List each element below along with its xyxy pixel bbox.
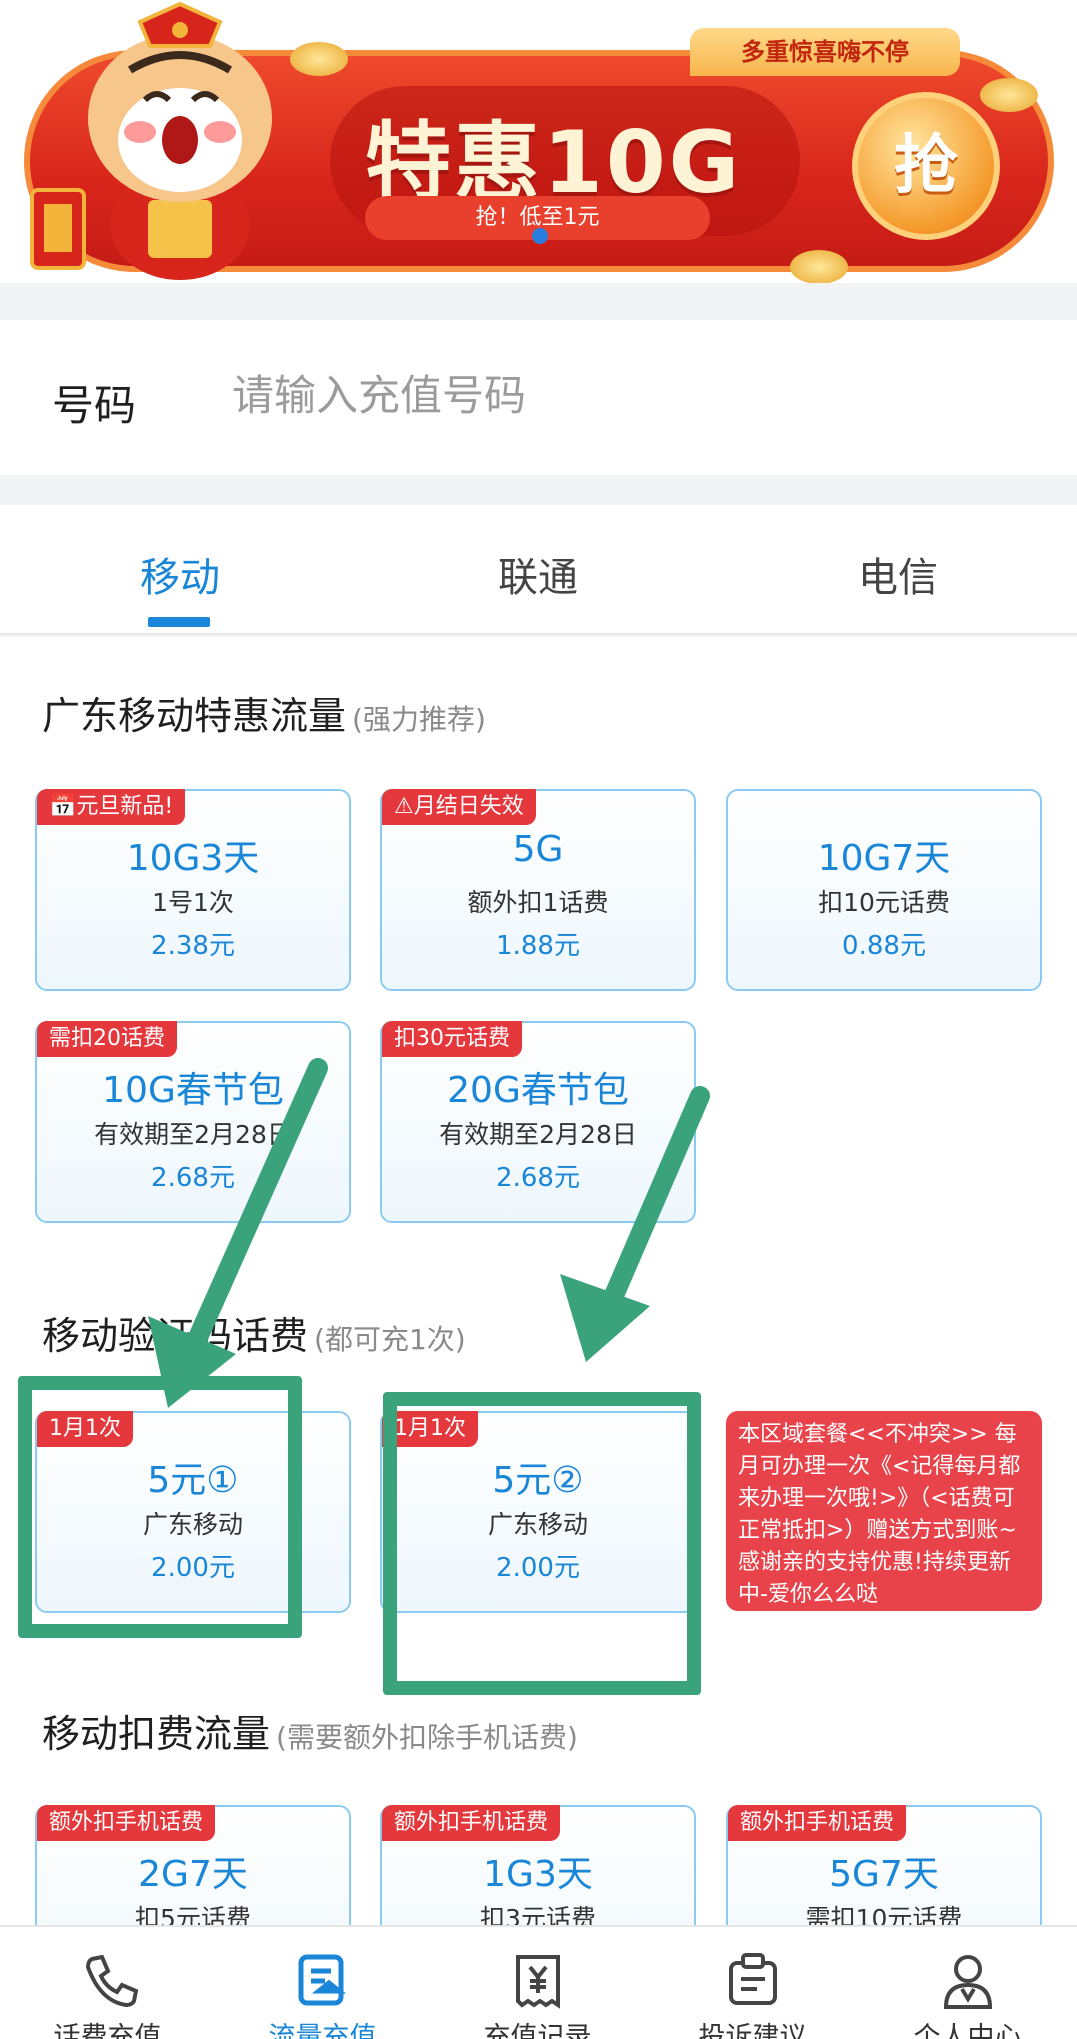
product-title: 10G春节包: [102, 1070, 284, 1111]
feedback-icon: [728, 1953, 777, 2005]
grab-button[interactable]: 抢: [852, 92, 1000, 240]
product-badge: 额外扣手机话费: [37, 1805, 216, 1841]
carrier-tabs: 移动 联通 电信: [0, 505, 1077, 635]
promo-banner[interactable]: 多重惊喜嗨不停 特惠10G 抢！低至1元 抢: [0, 0, 1077, 283]
warning-icon: ⚠: [394, 794, 414, 819]
product-badge: 📅元旦新品!: [37, 789, 186, 825]
product-title: 5元②: [492, 1460, 584, 1501]
product-badge: 额外扣手机话费: [728, 1805, 907, 1841]
product-badge: ⚠月结日失效: [382, 789, 536, 825]
product-price: 1.88元: [496, 931, 580, 961]
product-desc: 1号1次: [152, 888, 234, 917]
product-badge: 1月1次: [37, 1411, 133, 1447]
phone-number-input[interactable]: [232, 360, 1012, 430]
product-card[interactable]: ⚠月结日失效 5G 额外扣1话费 1.88元: [380, 789, 696, 991]
product-card[interactable]: 额外扣手机话费 2G7天 扣5元话费: [35, 1805, 351, 1927]
section-title-text: 移动扣费流量: [42, 1712, 271, 1756]
product-title: 5G7天: [829, 1854, 939, 1895]
section-hint: (需要额外扣除手机话费): [276, 1721, 578, 1754]
product-desc: 需扣10元话费: [805, 1904, 963, 1927]
product-desc: 扣3元话费: [480, 1904, 596, 1927]
section-title-text: 广东移动特惠流量: [42, 694, 347, 738]
tab-telecom[interactable]: 电信: [858, 555, 938, 601]
nav-item-feedback[interactable]: 投诉建议: [645, 1949, 860, 2039]
section-title: 移动扣费流量(需要额外扣除手机话费): [42, 1703, 578, 1758]
product-desc: 扣5元话费: [135, 1904, 251, 1927]
product-title: 10G3天: [126, 838, 260, 879]
product-price: 2.38元: [151, 931, 235, 961]
nav-label: 投诉建议: [698, 2022, 807, 2039]
product-desc: 广东移动: [142, 1510, 243, 1539]
product-badge: 额外扣手机话费: [382, 1805, 561, 1841]
receipt-icon: [515, 1955, 560, 2009]
product-badge: 扣30元话费: [382, 1021, 522, 1057]
product-card[interactable]: 扣30元话费 20G春节包 有效期至2月28日 2.68元: [380, 1021, 696, 1223]
product-price: 2.68元: [151, 1163, 235, 1193]
nav-item-profile[interactable]: 个人中心: [860, 1949, 1075, 2039]
product-title: 5元①: [147, 1460, 239, 1501]
phone-icon: [85, 1954, 138, 2008]
phone-number-row: 号码: [0, 320, 1077, 475]
section-title-text: 移动验证码话费: [42, 1314, 309, 1358]
product-desc: 额外扣1话费: [467, 888, 609, 917]
product-card[interactable]: 需扣20话费 10G春节包 有效期至2月28日 2.68元: [35, 1021, 351, 1223]
product-title: 2G7天: [138, 1854, 248, 1895]
tab-unicom[interactable]: 联通: [498, 555, 578, 601]
product-card[interactable]: 额外扣手机话费 1G3天 扣3元话费: [380, 1805, 696, 1927]
nav-label: 流量充值: [268, 2022, 377, 2039]
product-title: 20G春节包: [447, 1070, 629, 1111]
product-desc: 广东移动: [487, 1510, 588, 1539]
data-recharge-icon: [298, 1954, 346, 2006]
nav-item-phone-recharge[interactable]: 话费充值: [0, 1949, 215, 2039]
product-price: 2.00元: [496, 1553, 580, 1583]
carousel-dot[interactable]: [532, 228, 548, 244]
product-desc: 有效期至2月28日: [439, 1120, 637, 1149]
product-desc: 扣10元话费: [818, 888, 950, 917]
product-card[interactable]: 1月1次 5元② 广东移动 2.00元: [380, 1411, 696, 1613]
product-list: 广东移动特惠流量(强力推荐) 📅元旦新品! 10G3天 1号1次 2.38元 ⚠…: [0, 637, 1077, 1927]
product-card[interactable]: 额外扣手机话费 5G7天 需扣10元话费: [726, 1805, 1042, 1927]
section-title: 广东移动特惠流量(强力推荐): [42, 685, 486, 740]
coin-icon: [980, 78, 1038, 112]
highlight-box: [383, 1392, 701, 1695]
section-hint: (都可充1次): [314, 1323, 466, 1356]
product-title: 10G7天: [817, 838, 951, 879]
product-desc: 有效期至2月28日: [94, 1120, 292, 1149]
active-tab-indicator: [148, 617, 210, 627]
product-title: 1G3天: [483, 1854, 593, 1895]
tiger-mascot-icon: [30, 1, 272, 280]
user-icon: [943, 1955, 992, 2009]
product-price: 2.00元: [151, 1553, 235, 1583]
nav-label: 个人中心: [913, 2022, 1022, 2039]
section-hint: (强力推荐): [352, 703, 486, 736]
nav-item-data-recharge[interactable]: 流量充值: [215, 1949, 430, 2039]
info-note-card: 本区域套餐<<不冲突>> 每月可办理一次《<记得每月都来办理一次哦!>》（<话费…: [726, 1411, 1042, 1611]
banner-tag: 多重惊喜嗨不停: [690, 28, 960, 76]
product-price: 2.68元: [496, 1163, 580, 1193]
product-price: 0.88元: [842, 931, 926, 961]
bottom-nav: 话费充值 流量充值 充值记录 投诉建议 个人中心: [0, 1925, 1077, 2039]
product-card[interactable]: 📅元旦新品! 10G3天 1号1次 2.38元: [35, 789, 351, 991]
highlight-box: [18, 1376, 302, 1638]
tab-mobile[interactable]: 移动: [140, 555, 220, 601]
coin-icon: [290, 42, 348, 76]
product-badge: 需扣20话费: [37, 1021, 177, 1057]
phone-label: 号码: [52, 381, 137, 430]
calendar-icon: 📅: [49, 794, 77, 819]
nav-label: 充值记录: [483, 2022, 592, 2039]
section-title: 移动验证码话费(都可充1次): [42, 1305, 466, 1360]
product-badge: 1月1次: [382, 1411, 478, 1447]
product-title: 5G: [512, 829, 564, 870]
product-card[interactable]: 10G7天 扣10元话费 0.88元: [726, 789, 1042, 991]
nav-label: 话费充值: [53, 2022, 162, 2039]
nav-item-recharge-history[interactable]: 充值记录: [430, 1949, 645, 2039]
coin-icon: [790, 250, 848, 283]
